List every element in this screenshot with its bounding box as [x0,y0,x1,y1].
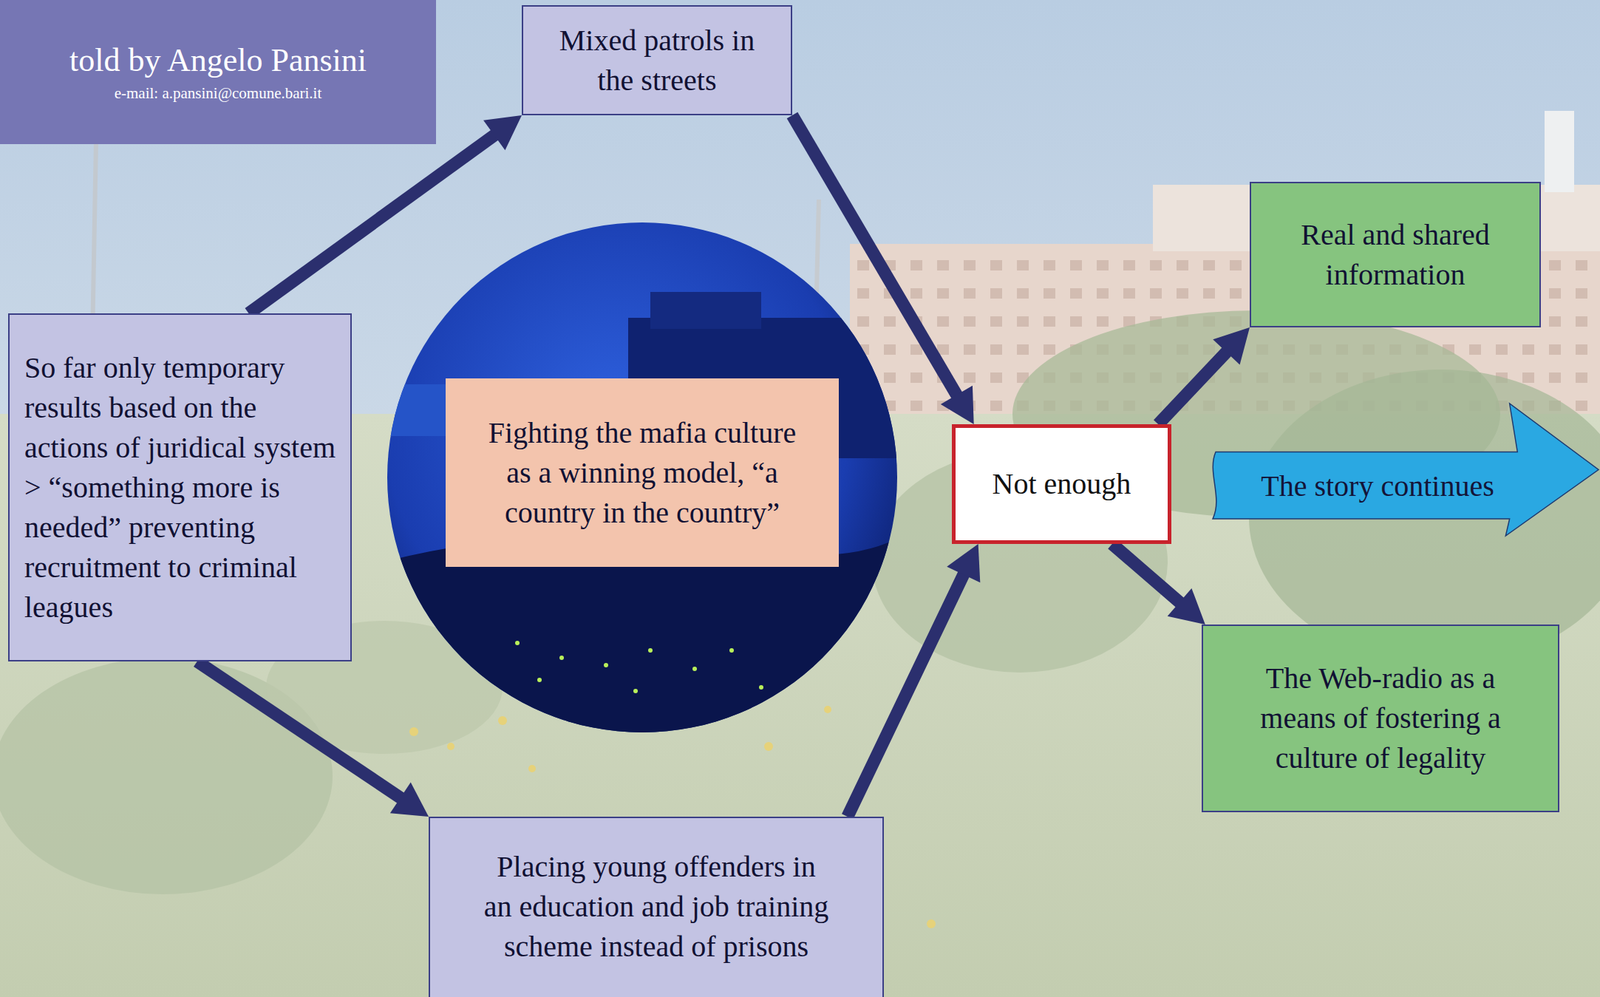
node-text: The Web-radio as a means of fostering a … [1232,658,1529,779]
firefly [692,666,697,672]
continue-arrow: The story continues [1206,401,1600,539]
arrow-head [483,115,522,151]
outcome-box: The Web-radio as a means of fostering a … [1201,624,1560,813]
flower [447,742,455,751]
process-box: So far only temporary results based on t… [8,313,352,662]
node-text: Fighting the mafia culture as a winning … [475,413,810,533]
firefly [603,662,609,668]
chimney [1544,110,1575,193]
arrow-shape [1212,403,1599,536]
firefly [559,655,564,660]
warning-box: Not enough [951,424,1172,544]
firefly [758,685,764,690]
flower [764,741,774,751]
arrow-shaft [847,571,966,817]
flow-arrow [249,115,523,314]
arrow-shaft [249,133,498,314]
circle-photo [384,222,924,740]
arrow-shaft [197,661,404,800]
arrow-head [940,385,975,425]
node-text: Mixed patrols in the streets [545,20,769,101]
firefly [729,648,734,653]
arrow-shaft [1158,349,1229,425]
node-text: Not enough [992,464,1132,505]
node-text: told by Angelo Pansini [69,42,367,80]
author-box: told by Angelo Pansini e-mail: a.pansini@… [0,0,437,145]
contact-text: e-mail: a.pansini@comune.bari.it [114,84,323,102]
central-box: Fighting the mafia culture as a winning … [445,378,839,567]
flower [409,727,419,737]
flower [528,764,536,773]
node-text: The story continues [1260,467,1495,506]
fireflies [515,640,764,694]
arrow-head [1167,588,1206,625]
flow-arrow [197,661,429,817]
firefly [633,688,638,694]
night-building-roof [650,291,762,329]
arrow-head [946,543,980,583]
arrow-shaft [1112,543,1183,605]
node-text: Real and shared information [1265,215,1525,295]
process-box: Placing young offenders in an education … [428,816,884,997]
flower [926,919,936,929]
firefly [515,640,520,646]
firefly [537,677,542,683]
arrow-shaft [792,115,959,398]
flower [498,716,507,725]
outcome-box: Real and shared information [1249,181,1541,328]
photo-content [384,291,924,740]
flow-arrow [847,543,981,817]
process-box: Mixed patrols in the streets [521,5,793,116]
arrow-head [1212,327,1250,366]
node-text: So far only temporary results based on t… [24,348,336,628]
flow-arrow [1112,543,1206,625]
arrow-head [390,782,429,817]
firefly [648,648,653,653]
flower [824,705,832,714]
flow-arrow [1158,327,1250,425]
node-text: Placing young offenders in an education … [481,846,831,967]
